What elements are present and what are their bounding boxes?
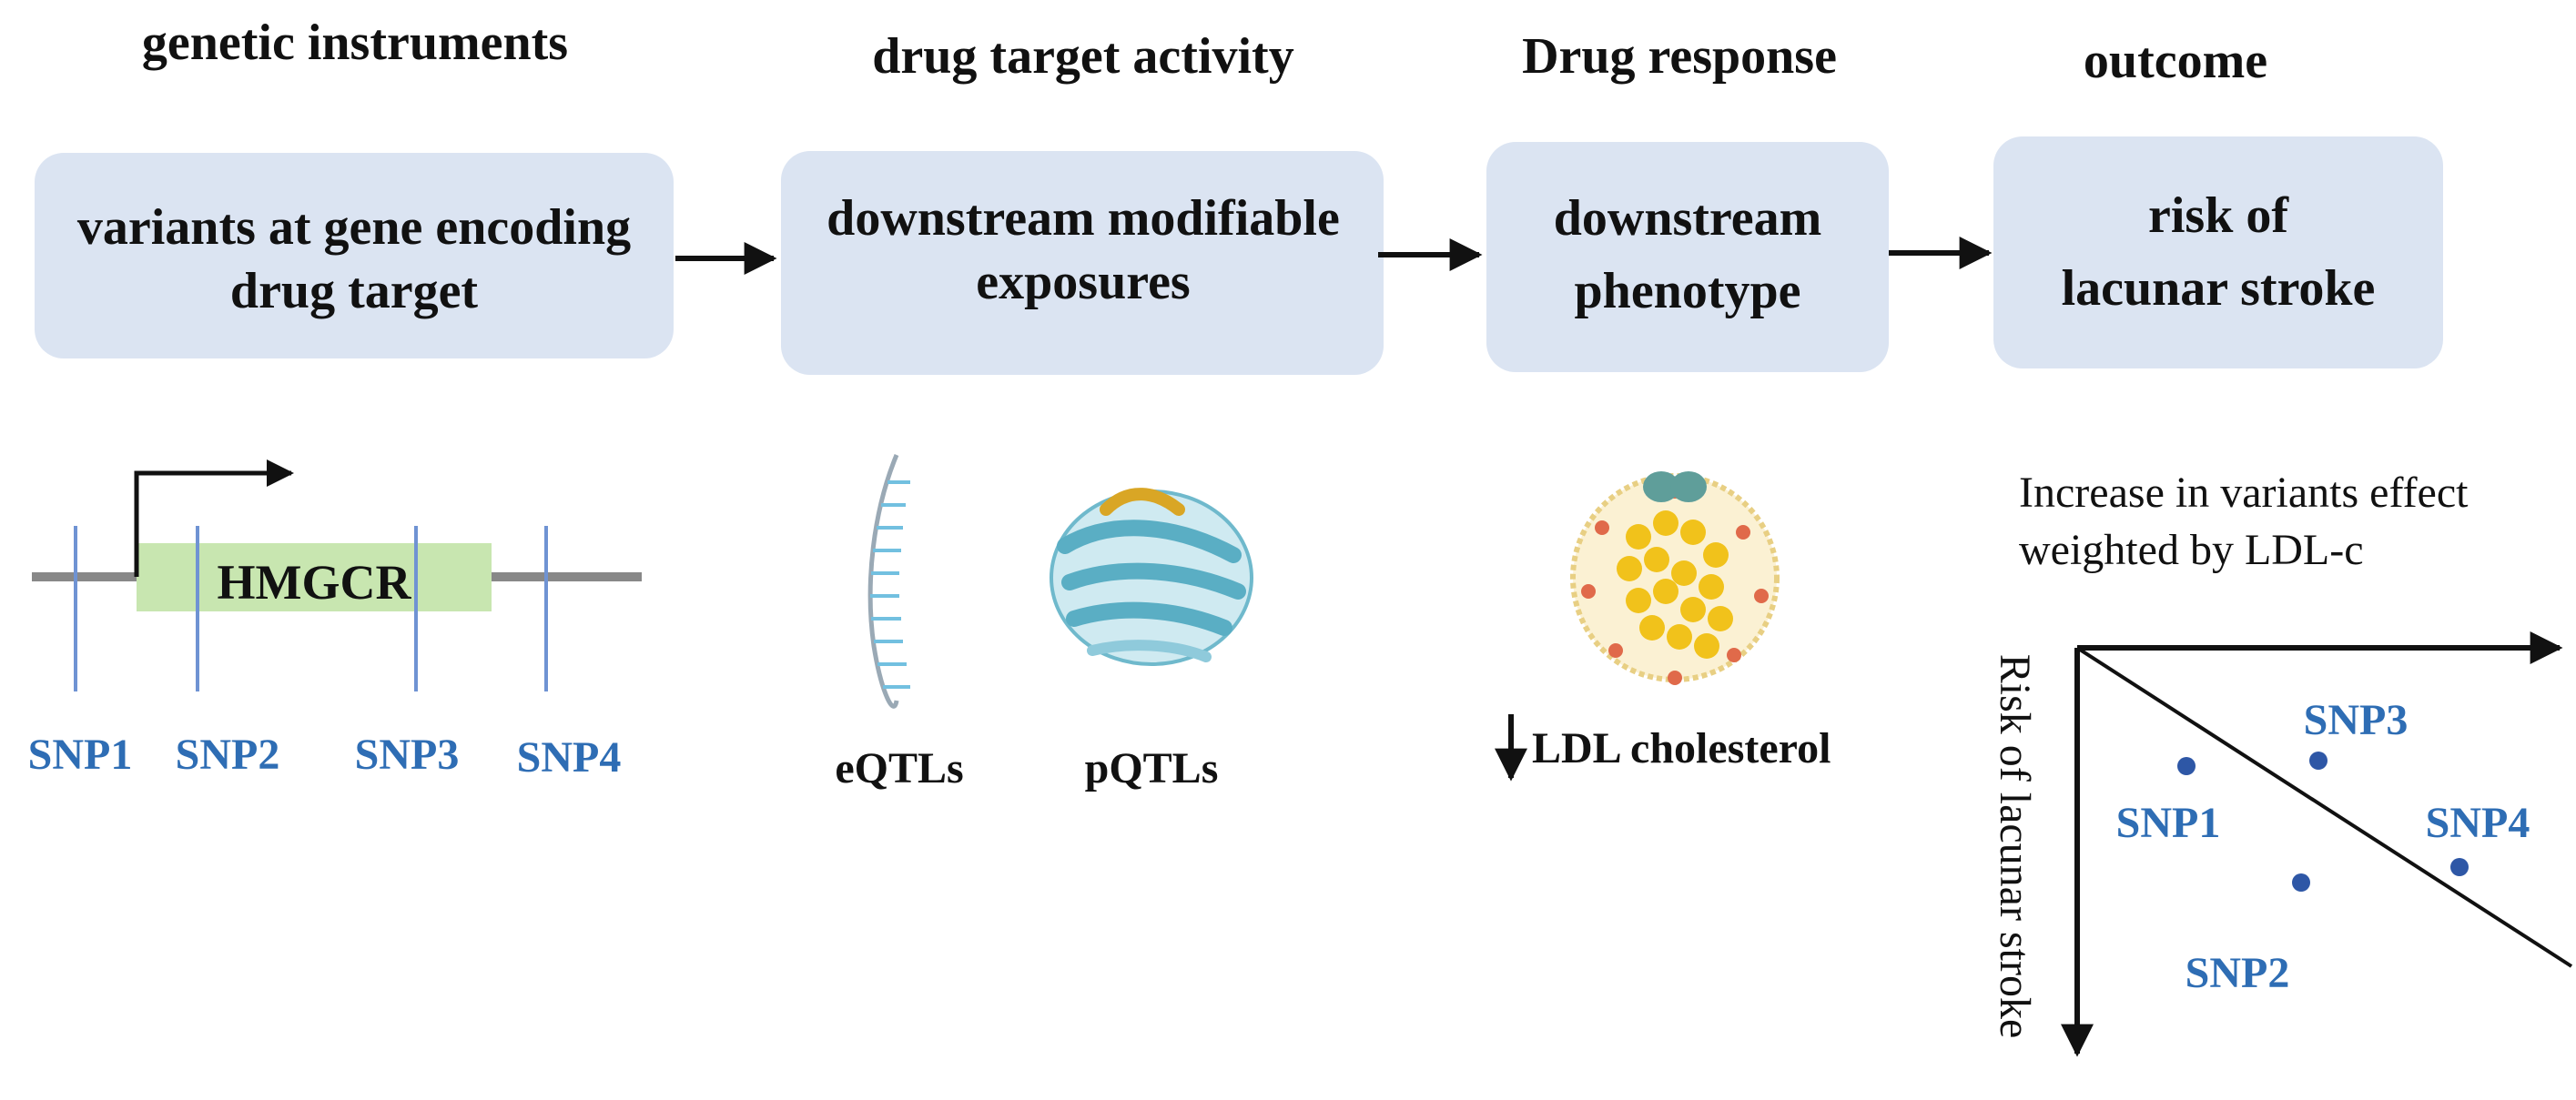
box-outcome-line1: risk of bbox=[2148, 187, 2289, 244]
box-drug-target-activity-line1: downstream modifiable bbox=[827, 190, 1340, 247]
snp1-label: SNP1 bbox=[28, 731, 133, 779]
box-genetic-instruments bbox=[35, 153, 674, 358]
box-genetic-instruments-line1: variants at gene encoding bbox=[77, 199, 631, 256]
transcription-start-arrow bbox=[134, 459, 294, 577]
scatter-caption-line2: weighted by LDL-c bbox=[2019, 526, 2364, 574]
snp4-label: SNP4 bbox=[517, 733, 622, 782]
snp2-dot bbox=[2292, 873, 2310, 892]
box-drug-target-activity-line2: exposures bbox=[976, 254, 1190, 310]
protein-structure-icon bbox=[1050, 488, 1253, 666]
scatter-trend-line bbox=[2075, 646, 2573, 968]
eqtl-label: eQTLs bbox=[835, 744, 963, 792]
box-drug-target-activity bbox=[781, 151, 1384, 375]
ldl-particle-icon bbox=[1570, 471, 1780, 685]
box-drug-response bbox=[1486, 142, 1889, 372]
pqtl-label: pQTLs bbox=[1085, 744, 1219, 792]
box-genetic-instruments-line2: drug target bbox=[230, 263, 479, 319]
scatter-snp3-label: SNP3 bbox=[2304, 696, 2409, 744]
scatter-snp4-label: SNP4 bbox=[2426, 799, 2530, 847]
scatter-caption-line1: Increase in variants effect bbox=[2019, 469, 2469, 517]
scatter-y-axis-label: Risk of lacunar stroke bbox=[1991, 654, 2039, 1039]
snp1-dot bbox=[2177, 757, 2196, 775]
header-genetic-instruments: genetic instruments bbox=[142, 15, 568, 71]
header-outcome: outcome bbox=[2084, 33, 2267, 89]
box-drug-response-line1: downstream bbox=[1554, 190, 1822, 247]
gene-name: HMGCR bbox=[218, 555, 412, 610]
snp2-label: SNP2 bbox=[176, 731, 280, 779]
scatter-snp1-label: SNP1 bbox=[2116, 799, 2221, 847]
box-drug-response-line2: phenotype bbox=[1575, 263, 1801, 319]
snp3-dot bbox=[2309, 752, 2328, 770]
scatter-snp2-label: SNP2 bbox=[2186, 949, 2290, 997]
rna-strand-icon bbox=[867, 454, 910, 709]
header-drug-target-activity: drug target activity bbox=[872, 28, 1293, 85]
snp3-label: SNP3 bbox=[355, 731, 460, 779]
snp4-dot bbox=[2450, 858, 2469, 876]
header-drug-response: Drug response bbox=[1522, 28, 1837, 85]
ldl-cholesterol-label: LDL cholesterol bbox=[1532, 724, 1831, 772]
gene-diagram: HMGCR SNP1 SNP2 SNP3 SNP4 bbox=[28, 459, 642, 782]
box-outcome-line2: lacunar stroke bbox=[2062, 260, 2376, 317]
box-outcome bbox=[1993, 136, 2443, 368]
